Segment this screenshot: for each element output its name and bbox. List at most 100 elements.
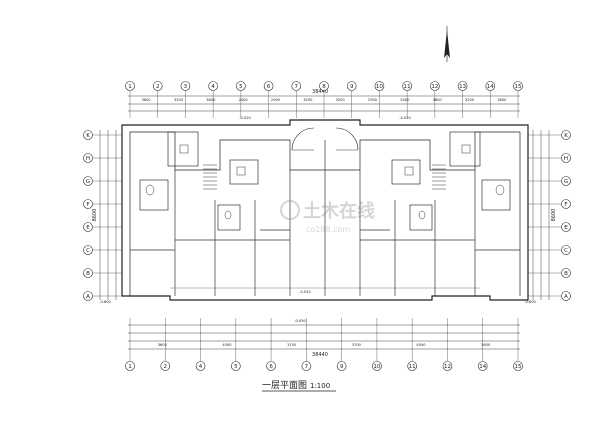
- top-dimension-value: 2400: [400, 98, 410, 102]
- level-label: -0.020: [239, 116, 251, 120]
- level-label: -0.020: [399, 116, 411, 120]
- left-dimension-lines: [99, 130, 117, 300]
- top-dimension-value: 2900: [271, 98, 281, 102]
- bottom-dimension-value: 3600: [481, 343, 491, 347]
- svg-text:H: H: [86, 156, 90, 162]
- top-dimension-value: 3600: [433, 98, 443, 102]
- bottom-axis-bubble: 10: [372, 361, 382, 371]
- bottom-axis-bubble: 6: [266, 361, 276, 371]
- bottom-dimension-value: 3700: [287, 343, 297, 347]
- left-axis-bubble: H: [83, 153, 93, 163]
- svg-text:G: G: [564, 179, 568, 185]
- svg-text:5: 5: [239, 84, 243, 90]
- svg-text:E: E: [564, 225, 568, 231]
- top-dimension-value: 3600: [206, 98, 216, 102]
- svg-text:11: 11: [404, 84, 411, 90]
- bottom-axis-bubble: 12: [442, 361, 453, 371]
- bottom-axis-bubble: 5: [231, 361, 241, 371]
- svg-text:2: 2: [164, 364, 168, 370]
- left-axis-bubble: A: [83, 291, 93, 301]
- left-axis-bubble: K: [83, 130, 93, 140]
- top-axis-bubble: 8: [319, 81, 329, 91]
- svg-text:10: 10: [376, 84, 383, 90]
- right-axis-bubble: K: [561, 130, 571, 140]
- left-axis-bubble: G: [83, 176, 93, 186]
- svg-text:A: A: [564, 294, 568, 300]
- top-dimension-value: 2900: [368, 98, 378, 102]
- level-label: -0.600: [524, 300, 536, 304]
- bottom-dimension-lines: [128, 324, 520, 350]
- top-axis-bubble: 11: [402, 81, 412, 91]
- top-axis-bubble: 7: [291, 81, 302, 91]
- svg-text:C: C: [564, 248, 568, 254]
- watermark-sub-text: co188.com: [306, 225, 350, 234]
- left-axis-bubble: F: [83, 199, 93, 209]
- svg-text:K: K: [86, 133, 90, 139]
- right-axis-bubble: B: [561, 268, 571, 278]
- bottom-dimension-value: 4500: [222, 343, 232, 347]
- level-label: -0.600: [99, 300, 111, 304]
- svg-text:7: 7: [305, 364, 309, 370]
- right-dimension-lines: [532, 130, 550, 300]
- top-axis-bubble: 4: [208, 81, 218, 91]
- top-axis-bubble: 14: [485, 81, 496, 91]
- svg-text:9: 9: [350, 84, 354, 90]
- svg-text:C: C: [86, 248, 90, 254]
- left-overall-dimension: 8600: [92, 209, 98, 222]
- top-axis-bubble: 10: [374, 81, 385, 91]
- top-dimension-value: 2400: [239, 98, 249, 102]
- svg-text:14: 14: [487, 84, 494, 90]
- svg-text:8: 8: [322, 84, 326, 90]
- drawing-scale: 1:100: [310, 382, 330, 390]
- svg-text:14: 14: [479, 364, 486, 370]
- top-axis-bubble: 2: [152, 81, 163, 91]
- stair-right: [432, 164, 446, 190]
- svg-text:11: 11: [409, 364, 416, 370]
- right-axis-bubble: A: [561, 291, 571, 301]
- bottom-axis-bubble: 7: [301, 361, 312, 371]
- svg-text:12: 12: [431, 84, 438, 90]
- top-overall-dimension: 38440: [312, 89, 328, 95]
- svg-text:E: E: [86, 225, 90, 231]
- svg-text:F: F: [86, 202, 89, 208]
- top-axis-bubble: 13: [457, 81, 468, 91]
- svg-text:15: 15: [515, 84, 522, 90]
- svg-text:F: F: [564, 202, 567, 208]
- svg-text:5: 5: [234, 364, 238, 370]
- bottom-axis-bubble: 9: [336, 361, 347, 371]
- bottom-axis-bubble: 15: [513, 361, 523, 371]
- svg-text:15: 15: [515, 364, 522, 370]
- top-dimension-value: 3600: [142, 98, 152, 102]
- right-axis-bubble: G: [561, 176, 571, 186]
- top-axis-bubble: 6: [263, 81, 274, 91]
- top-axis-bubble: 15: [513, 81, 523, 91]
- top-axis-bubble: 3: [180, 81, 191, 91]
- right-overall-dimension: 8600: [551, 209, 557, 222]
- svg-text:A: A: [86, 294, 90, 300]
- svg-text:12: 12: [444, 364, 451, 370]
- left-axis-bubble: B: [83, 268, 93, 278]
- svg-text:B: B: [86, 271, 90, 277]
- bottom-axis-bubble: 2: [160, 361, 171, 371]
- level-label: -0.050: [294, 319, 306, 323]
- right-axis-bubble: E: [561, 222, 571, 232]
- right-axis-bubble: H: [561, 153, 571, 163]
- svg-text:3: 3: [184, 84, 188, 90]
- top-dimension-value: 3200: [174, 98, 184, 102]
- right-axis-bubble: F: [561, 199, 571, 209]
- svg-text:1: 1: [128, 84, 132, 90]
- top-axis-bubble: 5: [236, 81, 246, 91]
- svg-text:G: G: [86, 179, 90, 185]
- bottom-dimension-value: 4500: [416, 343, 426, 347]
- right-axis-bubble: C: [561, 245, 571, 255]
- svg-text:4: 4: [199, 364, 203, 370]
- watermark: 土木在线 co188.com: [280, 200, 375, 234]
- svg-text:9: 9: [340, 364, 344, 370]
- sanitary-fixtures: [145, 144, 505, 220]
- top-axis-bubble: 9: [346, 81, 357, 91]
- svg-text:10: 10: [373, 364, 380, 370]
- drawing-title: 一层平面图: [262, 380, 307, 391]
- interior-walls: [130, 131, 520, 296]
